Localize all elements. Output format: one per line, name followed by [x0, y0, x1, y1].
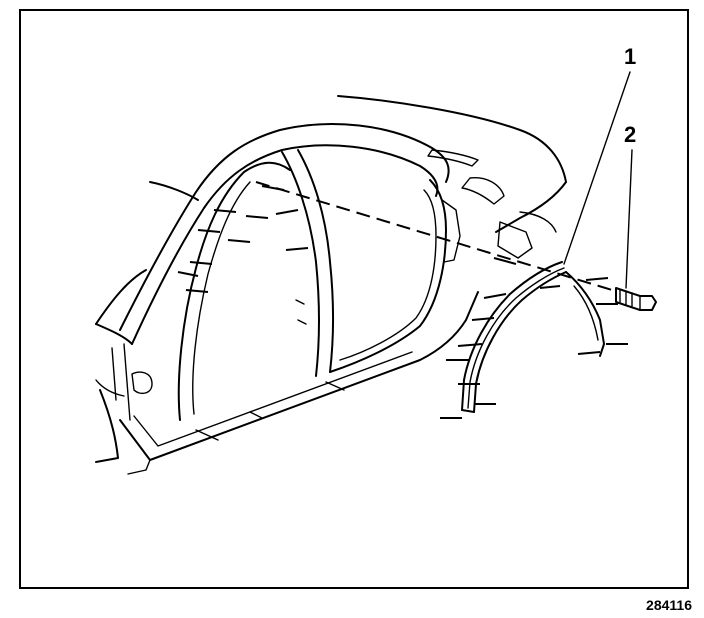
- rear-deck-outline: [337, 95, 567, 259]
- figure-id: 284116: [646, 597, 692, 613]
- leader-line-2: [625, 149, 633, 289]
- installation-centerline: [255, 181, 613, 291]
- leader-line-1: [563, 71, 631, 265]
- insulation-hatch: [177, 185, 309, 293]
- figure-frame: [19, 9, 689, 589]
- front-structure: [95, 181, 199, 463]
- rocker-panel: [119, 291, 479, 475]
- bolt-icon: [615, 287, 657, 311]
- callout-number-1: 1: [624, 44, 637, 69]
- callout-number-2: 2: [624, 122, 637, 147]
- wheelhouse-liner: [440, 257, 628, 419]
- door-frame-outline: [119, 123, 461, 421]
